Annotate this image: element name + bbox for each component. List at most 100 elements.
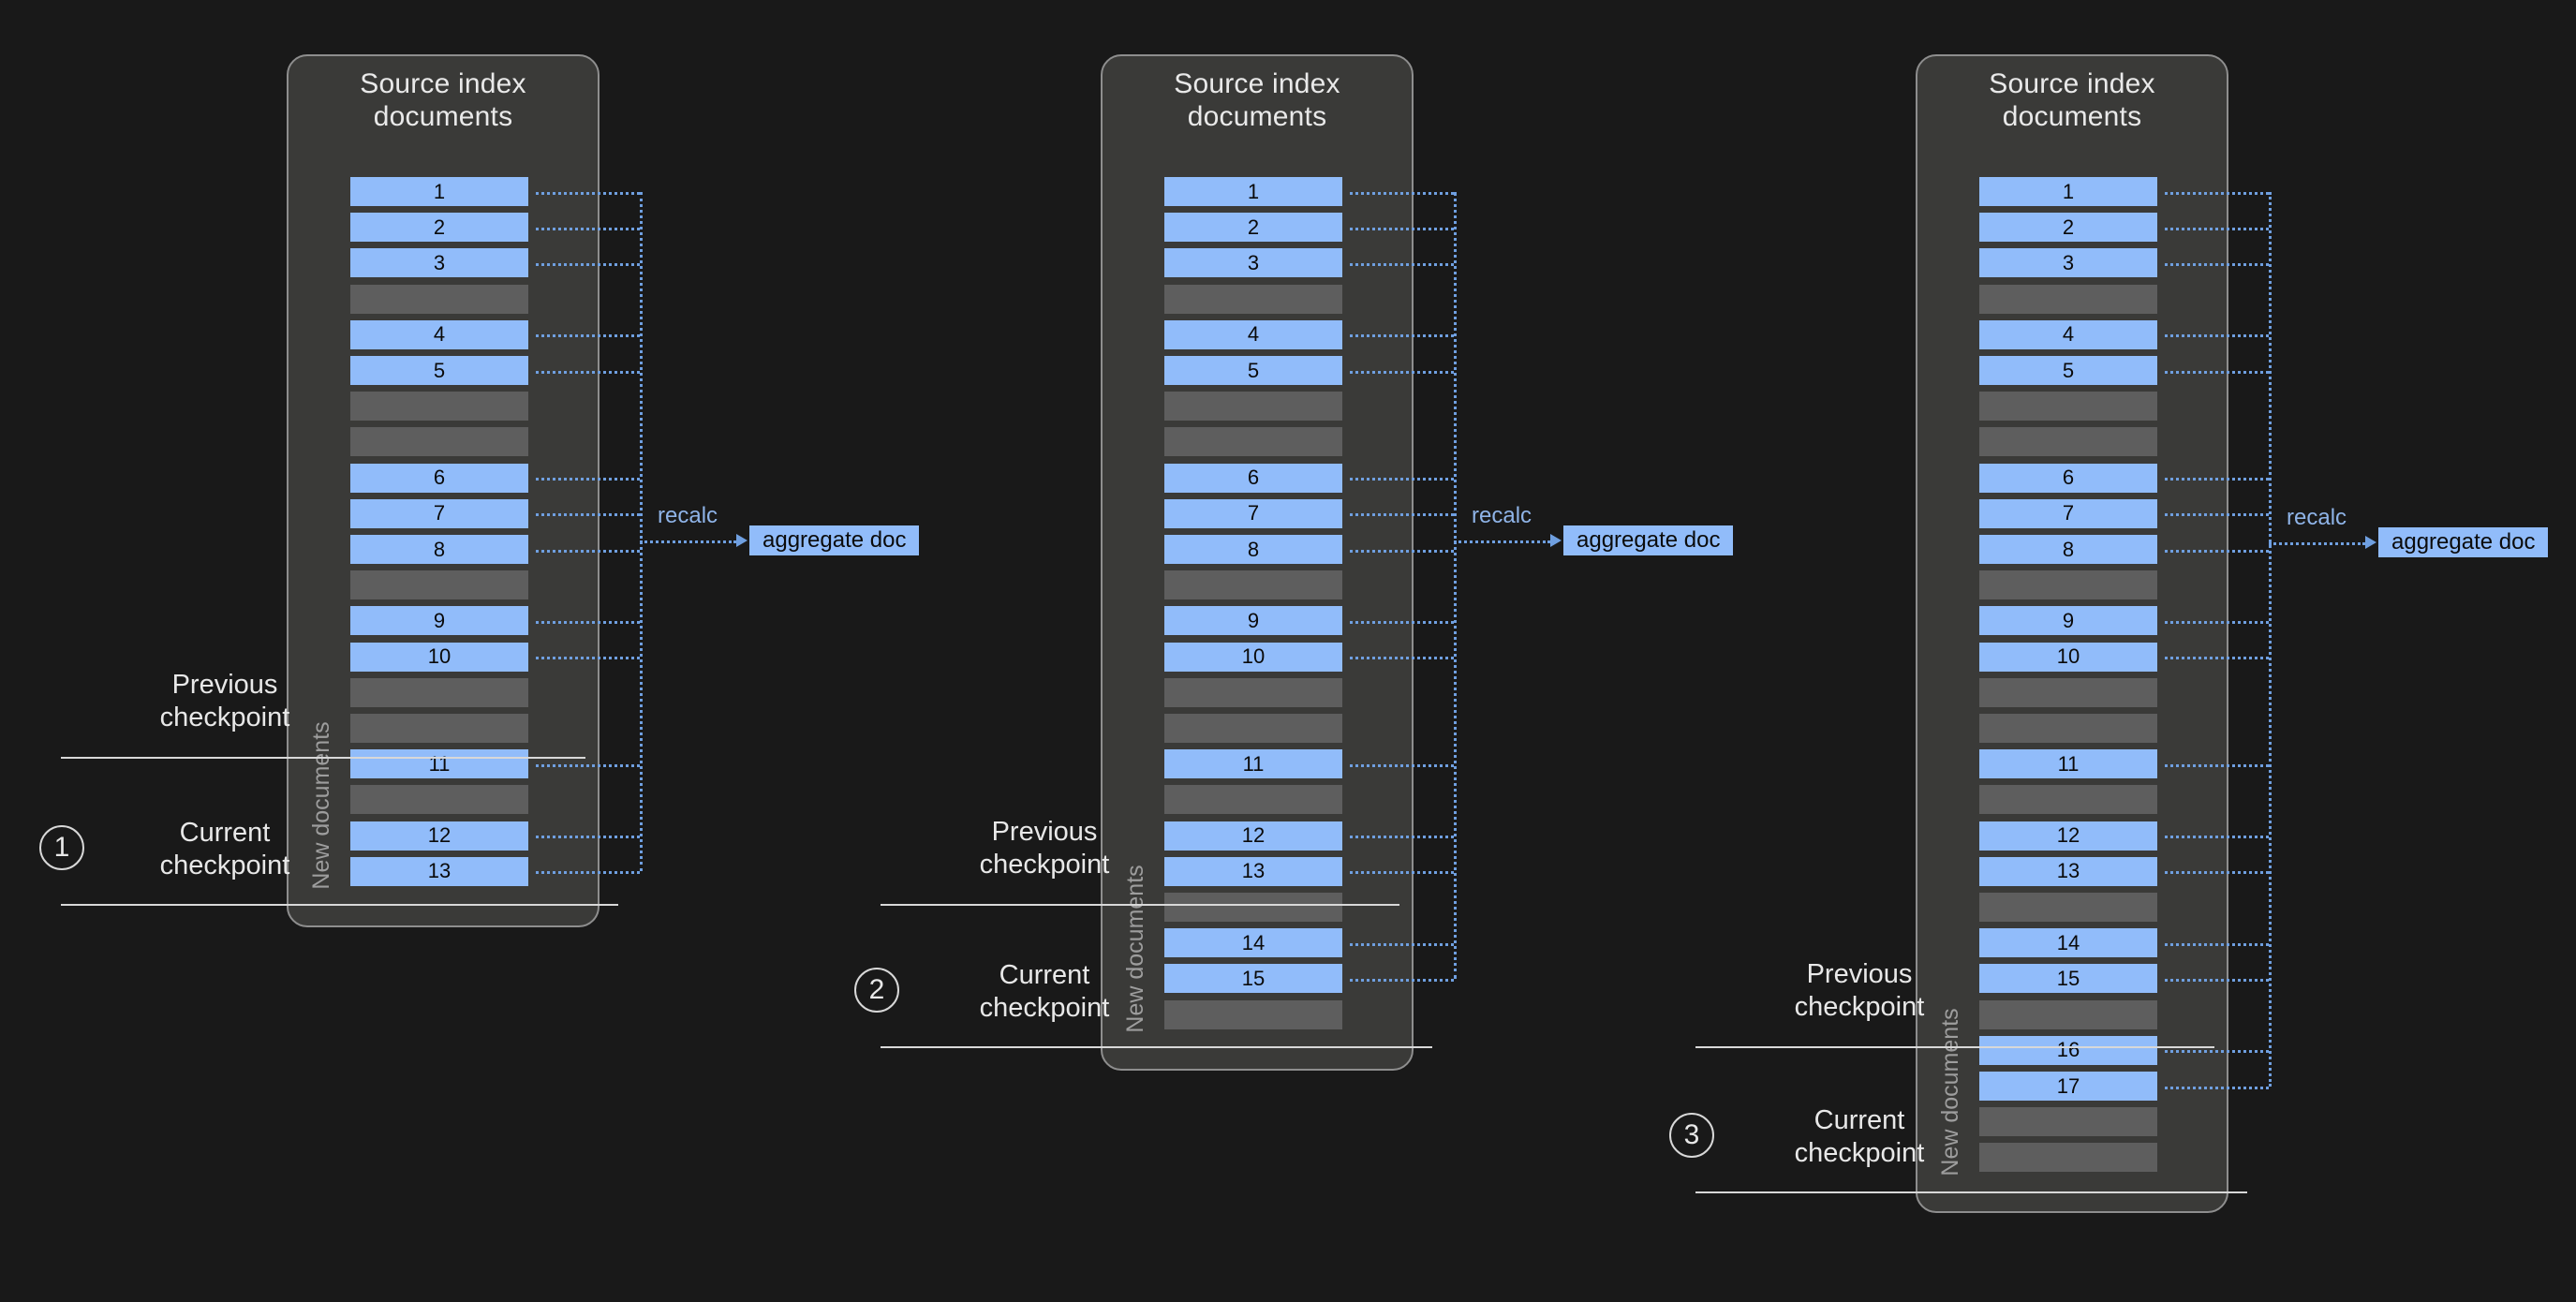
empty-row	[1164, 785, 1342, 815]
document-row-label: 9	[1247, 608, 1260, 632]
aggregate-doc-1: aggregate doc	[749, 525, 920, 555]
connector-line	[2165, 978, 2269, 982]
empty-row	[350, 677, 528, 707]
connector-line	[1350, 871, 1454, 875]
empty-row	[350, 392, 528, 422]
document-row-label: 9	[433, 608, 446, 632]
document-row-label: 15	[2056, 966, 2080, 990]
current-checkpoint-line1: Current	[999, 960, 1090, 990]
document-row-label: 8	[1247, 537, 1260, 561]
document-row: 3	[350, 248, 528, 278]
document-row: 3	[1979, 248, 2157, 278]
document-row-label: 13	[2056, 859, 2080, 883]
document-row-label: 3	[2062, 250, 2075, 274]
recalc-label-2: recalc	[1472, 503, 1532, 528]
current-checkpoint-line1: Current	[1814, 1105, 1905, 1135]
document-row: 5	[1979, 356, 2157, 385]
document-row: 12	[1979, 821, 2157, 851]
document-row: 10	[1164, 642, 1342, 672]
current-checkpoint-line2: checkpoint	[979, 992, 1110, 1023]
connector-line	[2165, 513, 2269, 517]
connector-line	[1350, 262, 1454, 266]
connector-line	[2165, 370, 2269, 374]
connector-line	[536, 334, 640, 338]
connector-line	[2165, 871, 2269, 875]
document-row-label: 12	[1241, 823, 1266, 848]
document-row-label: 12	[2056, 823, 2080, 848]
document-row: 12	[1164, 821, 1342, 851]
connector-line	[1350, 334, 1454, 338]
document-row-label: 11	[2057, 751, 2080, 776]
document-row: 1	[1979, 177, 2157, 206]
document-row-label: 4	[1247, 322, 1260, 347]
document-row: 11	[350, 749, 528, 779]
document-row-label: 6	[2062, 466, 2075, 490]
empty-row	[1979, 427, 2157, 457]
document-row: 2	[350, 213, 528, 243]
connector-line	[1350, 836, 1454, 839]
aggregate-doc-3: aggregate doc	[2378, 527, 2549, 557]
empty-row	[1979, 785, 2157, 815]
document-row-label: 7	[433, 501, 446, 525]
connector-line	[2165, 657, 2269, 660]
empty-row	[1164, 893, 1342, 922]
aggregate-doc-2: aggregate doc	[1563, 525, 1734, 555]
document-row-label: 10	[2056, 644, 2080, 669]
document-row-label: 11	[1242, 751, 1265, 776]
previous-checkpoint-line2: checkpoint	[979, 849, 1110, 880]
document-row: 17	[1979, 1072, 2157, 1101]
connector-line	[1350, 513, 1454, 517]
current-checkpoint-line2: checkpoint	[159, 850, 290, 880]
document-row-label: 14	[2056, 930, 2080, 954]
document-row: 2	[1979, 213, 2157, 243]
document-row-label: 1	[1247, 179, 1260, 203]
empty-row	[1164, 714, 1342, 743]
document-row: 7	[1979, 498, 2157, 528]
document-row: 6	[1164, 463, 1342, 493]
previous-checkpoint-line2: checkpoint	[159, 702, 290, 732]
connector-line	[1350, 978, 1454, 982]
document-row: 8	[1979, 535, 2157, 564]
connector-line	[2165, 334, 2269, 338]
connector-line	[2165, 1086, 2269, 1089]
document-row: 10	[350, 642, 528, 672]
document-row-label: 13	[427, 859, 452, 883]
document-row-label: 13	[1241, 859, 1266, 883]
connector-bus	[2269, 191, 2272, 1087]
document-row: 9	[350, 606, 528, 636]
connector-line	[1350, 657, 1454, 660]
connector-line	[536, 871, 640, 875]
connector-bus	[1454, 191, 1457, 979]
document-row-label: 12	[427, 823, 452, 848]
connector-line	[536, 763, 640, 767]
document-row: 7	[350, 498, 528, 528]
connector-line	[2165, 620, 2269, 624]
connector-line	[2165, 262, 2269, 266]
connector-line	[2165, 836, 2269, 839]
document-row: 4	[1164, 319, 1342, 349]
document-row: 6	[350, 463, 528, 493]
recalc-arrow-line	[2269, 542, 2365, 545]
document-row: 15	[1164, 964, 1342, 994]
empty-row	[350, 284, 528, 314]
connector-line	[2165, 549, 2269, 553]
previous-checkpoint-line1: Previous	[991, 817, 1098, 847]
connector-line	[536, 513, 640, 517]
empty-row	[1979, 893, 2157, 922]
empty-row	[1979, 714, 2157, 743]
empty-row	[1979, 1107, 2157, 1137]
recalc-arrow-line	[1454, 540, 1550, 543]
document-row-label: 3	[1247, 250, 1260, 274]
document-row-label: 3	[433, 250, 446, 274]
previous-checkpoint-line-1	[61, 757, 585, 759]
current-checkpoint-line-3	[1695, 1191, 2247, 1193]
document-row: 9	[1979, 606, 2157, 636]
connector-line	[536, 657, 640, 660]
document-row: 9	[1164, 606, 1342, 636]
document-row-label: 8	[2062, 537, 2075, 561]
document-row-label: 2	[1247, 215, 1260, 239]
document-row-label: 15	[1241, 966, 1266, 990]
